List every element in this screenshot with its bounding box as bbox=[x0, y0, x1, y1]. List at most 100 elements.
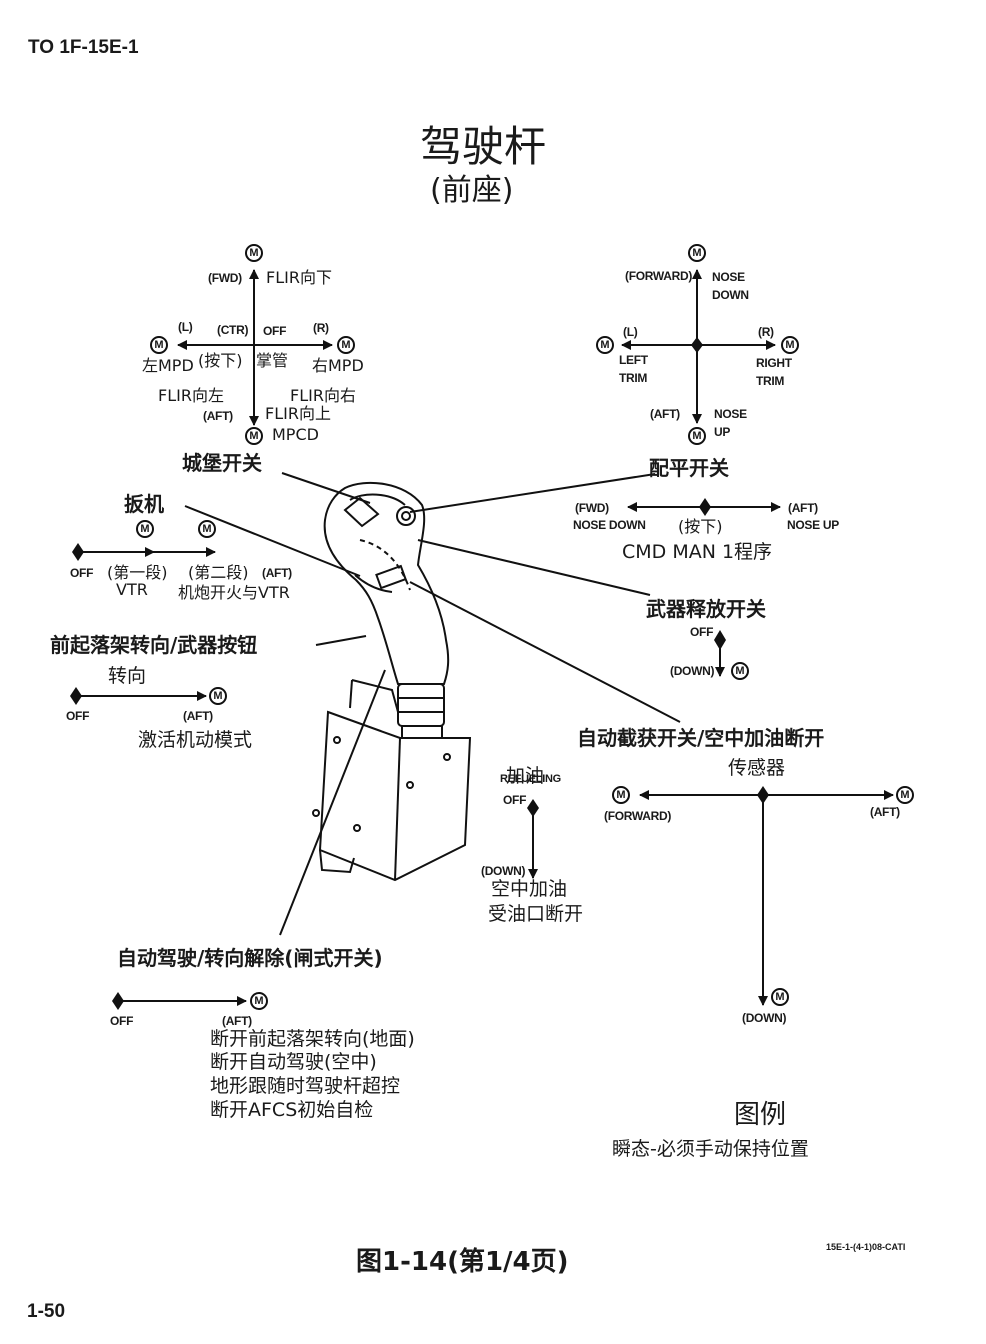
castle-fwd-desc: FLIR向下 bbox=[266, 268, 332, 287]
castle-left-m-icon: M bbox=[150, 336, 168, 354]
paddle-desc-2: 断开自动驾驶(空中) bbox=[210, 1051, 377, 1073]
stick-top-head bbox=[349, 493, 406, 506]
trim-switch-name: 配平开关 bbox=[649, 456, 729, 480]
castle-ctr-label: (CTR) bbox=[217, 323, 249, 337]
trim-right-trim-1: RIGHT bbox=[756, 356, 792, 370]
nws-off-label: OFF bbox=[66, 709, 90, 723]
refuel-desc-1: 空中加油 bbox=[491, 878, 568, 900]
autoacq-fwd-m-icon: M bbox=[612, 786, 630, 804]
autoacq-sub: 传感器 bbox=[728, 757, 786, 779]
castle-flir-right: FLIR向右 bbox=[290, 386, 356, 405]
trigger-first-label: (第一段) bbox=[107, 563, 168, 582]
autoacq-name: 自动截获开关/空中加油断开 bbox=[577, 726, 825, 750]
diagram-subtitle: (前座) bbox=[430, 173, 514, 208]
trim-forward-label: (FORWARD) bbox=[625, 269, 693, 283]
paddle-detent-diamond bbox=[112, 992, 124, 1010]
legend-desc: 瞬态-必须手动保持位置 bbox=[612, 1138, 809, 1160]
cmd-aft-desc: NOSE UP bbox=[787, 518, 839, 532]
castle-aft-m-icon: M bbox=[245, 427, 263, 445]
cmd-program-desc: CMD MAN 1程序 bbox=[622, 541, 773, 563]
paddle-desc-1: 断开前起落架转向(地面) bbox=[210, 1028, 415, 1050]
cmd-fwd-label: (FWD) bbox=[575, 501, 609, 515]
weapon-release-name: 武器释放开关 bbox=[646, 597, 766, 621]
castle-switch-name: 城堡开关 bbox=[182, 451, 262, 475]
paddle-aft-m-icon: M bbox=[250, 992, 268, 1010]
refuel-desc-2: 受油口断开 bbox=[488, 903, 584, 925]
cmd-press-label: (按下) bbox=[678, 517, 723, 536]
autoacq-down-label: (DOWN) bbox=[742, 1011, 787, 1025]
trigger-second-desc: 机炮开火与VTR bbox=[178, 583, 290, 602]
trigger-detent-diamond bbox=[72, 543, 84, 561]
trim-left-label: (L) bbox=[623, 325, 638, 339]
nws-name: 前起落架转向/武器按钮 bbox=[50, 633, 258, 657]
trim-nose-down-2: DOWN bbox=[712, 288, 749, 302]
castle-right-m-icon: M bbox=[337, 336, 355, 354]
weapon-release-down: (DOWN) bbox=[670, 664, 715, 678]
castle-flir-left: FLIR向左 bbox=[158, 386, 224, 405]
stick-grip-outline bbox=[323, 481, 450, 685]
trim-aft-m-icon: M bbox=[688, 427, 706, 445]
paddle-desc-3: 地形跟随时驾驶杆超控 bbox=[210, 1075, 401, 1097]
nws-sub: 转向 bbox=[108, 665, 147, 687]
trigger-name: 扳机 bbox=[124, 492, 164, 516]
trigger-second-label: (第二段) bbox=[188, 563, 249, 582]
trim-nose-up-2: UP bbox=[714, 425, 731, 439]
trim-left-trim-2: TRIM bbox=[619, 371, 648, 385]
weapon-down-m-icon: M bbox=[731, 662, 749, 680]
cmd-detent-diamond bbox=[699, 498, 711, 516]
document-id: TO 1F-15E-1 bbox=[28, 37, 139, 58]
trim-leader bbox=[409, 473, 656, 513]
refuel-label-cn: 加油 bbox=[506, 765, 545, 787]
castle-control-label: 掌管 bbox=[256, 351, 289, 370]
trigger-first-m-icon: M bbox=[136, 520, 154, 538]
trim-detent-diamond bbox=[691, 337, 703, 353]
trigger-off-label: OFF bbox=[70, 566, 94, 580]
castle-right-label: (R) bbox=[313, 321, 329, 335]
trigger-leader bbox=[184, 505, 361, 577]
nws-leader bbox=[315, 635, 367, 646]
cmd-fwd-desc: NOSE DOWN bbox=[573, 518, 646, 532]
trim-fwd-m-icon: M bbox=[688, 244, 706, 262]
nws-aft-label: (AFT) bbox=[183, 709, 213, 723]
castle-aft-label: (AFT) bbox=[203, 409, 233, 423]
paddle-leader bbox=[279, 669, 386, 936]
trim-right-trim-2: TRIM bbox=[756, 374, 785, 388]
legend-title: 图例 bbox=[734, 1100, 787, 1130]
nws-detent-diamond bbox=[70, 687, 82, 705]
castle-off-label: OFF bbox=[263, 324, 287, 338]
autoacq-leader bbox=[409, 581, 681, 723]
nws-aft-m-icon: M bbox=[209, 687, 227, 705]
castle-leader bbox=[281, 472, 371, 504]
trim-aft-label: (AFT) bbox=[650, 407, 680, 421]
trim-right-m-icon: M bbox=[781, 336, 799, 354]
trim-nose-down-1: NOSE bbox=[712, 270, 745, 284]
castle-aft-desc2: MPCD bbox=[272, 425, 319, 444]
trigger-second-m-icon: M bbox=[198, 520, 216, 538]
castle-right-desc: 右MPD bbox=[312, 356, 364, 375]
castle-fwd-label: (FWD) bbox=[208, 271, 242, 285]
trim-left-trim-1: LEFT bbox=[619, 353, 648, 367]
paddle-name: 自动驾驶/转向解除(闸式开关) bbox=[117, 946, 383, 970]
cmd-aft-label: (AFT) bbox=[788, 501, 818, 515]
autoacq-down-m-icon: M bbox=[771, 988, 789, 1006]
page-number: 1-50 bbox=[27, 1301, 66, 1322]
trim-right-label: (R) bbox=[758, 325, 774, 339]
weapon-detent-diamond bbox=[714, 630, 726, 650]
nws-desc: 激活机动模式 bbox=[138, 729, 253, 751]
refuel-detent-diamond bbox=[527, 799, 539, 817]
weapon-leader bbox=[417, 539, 651, 596]
autoacq-aft-m-icon: M bbox=[896, 786, 914, 804]
trigger-first-desc: VTR bbox=[116, 580, 148, 599]
autoacq-forward-label: (FORWARD) bbox=[604, 809, 672, 823]
castle-aft-desc: FLIR向上 bbox=[265, 404, 331, 423]
figure-caption: 图1-14(第1/4页) bbox=[356, 1247, 569, 1277]
diagram-title: 驾驶杆 bbox=[420, 122, 547, 171]
autoacq-aft-label: (AFT) bbox=[870, 805, 900, 819]
paddle-aft-label: (AFT) bbox=[222, 1014, 252, 1028]
figure-code: 15E-1-(4-1)08-CATI bbox=[826, 1242, 906, 1252]
weapon-release-off: OFF bbox=[690, 625, 714, 639]
trim-nose-up-1: NOSE bbox=[714, 407, 747, 421]
paddle-off-label: OFF bbox=[110, 1014, 134, 1028]
autoacq-detent-diamond bbox=[757, 786, 769, 804]
